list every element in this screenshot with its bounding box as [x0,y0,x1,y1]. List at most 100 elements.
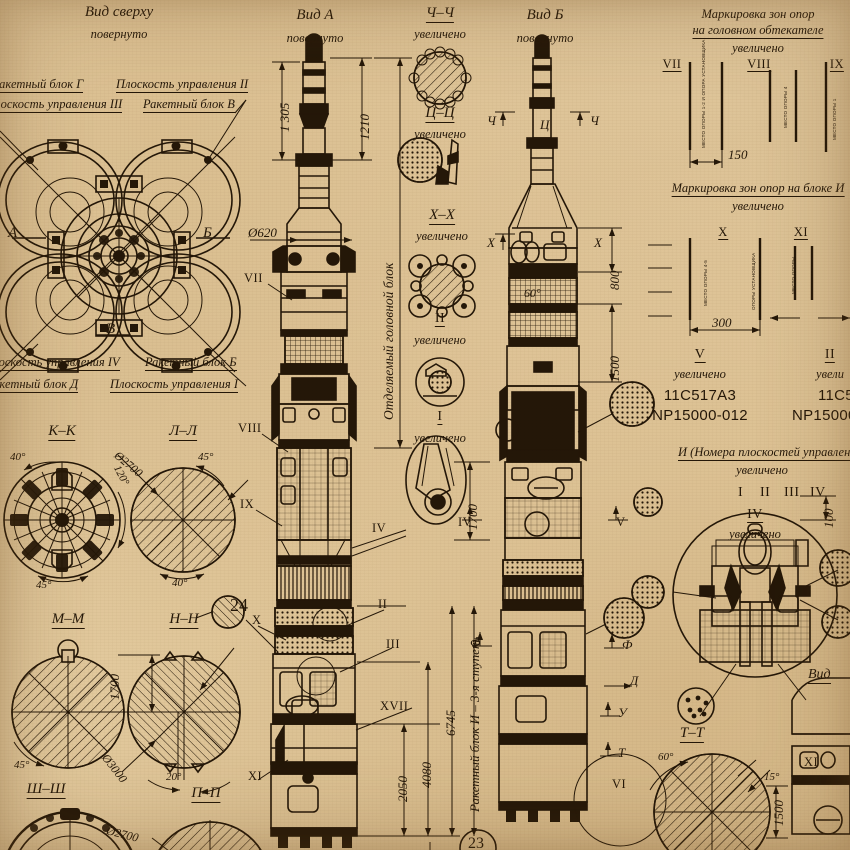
section-sh-sh-label: Ш–Ш [26,781,66,799]
dim-1500-right: 1500 [771,800,786,826]
note-block-i-3: МЕСТО ОПОРЫ [791,256,796,294]
col-vii: VII [662,57,682,72]
col-ix-text: IX [829,57,845,72]
dim-800: 800 [607,270,622,291]
callout-block-v: Ракетный блок В [143,97,235,114]
part-right-heading-text: II [824,347,836,363]
view-bottom-right [766,677,850,839]
marker-xi-center: XI [248,769,263,783]
marker-xvii: XVII [380,699,409,713]
part-right-heading: II [824,347,836,363]
marker-ch-left: Ч [487,113,496,128]
view-a-title: Вид А [296,7,334,23]
marker-iv-right: IV [458,515,473,529]
dims-view-a [250,57,477,837]
section-sh-sh [7,808,133,850]
detail-kh-kh [408,254,476,318]
callout-plane-ii: Плоскость управления II [116,77,249,94]
section-ch-ch-sub: увеличено [414,27,466,41]
section-ch-ch-text: Ч–Ч [425,5,455,23]
detail-i [405,435,467,525]
section-t-t [649,753,771,850]
note-block-i-1: МЕСТО ОПОРЫ 4-5 [703,260,708,306]
top-view-cluster [0,99,247,387]
angle-60-b: 60° [524,286,541,300]
dim-1305: 1 305 [277,102,292,132]
dim-2050: 2050 [395,776,410,802]
marker-ix: IX [240,497,255,511]
section-n-n-text: Н–Н [169,611,199,629]
angle-40-ll: 40° [172,577,188,589]
view-bottom-right-title-text: Вид [808,667,831,684]
col-viii-text: VIII [747,57,771,72]
angle-45-kk: 45° [36,579,52,591]
marker-a: А [8,225,18,241]
section-kh-kh-sub: увеличено [416,229,468,243]
note-block-i-2: ОПОРЫ УСТАНОВЩИКА [751,252,756,310]
view-b-rocket [495,34,588,822]
support-block-i-title: Маркировка зон опор на блоке И [671,181,845,198]
col-viii: VIII [747,57,771,72]
bottom-edge-shapes [429,829,497,850]
support-fairing-title-1: Маркировка зон опор [701,7,815,21]
dim-300: 300 [712,315,732,330]
part-left-heading: V [694,347,706,363]
note-fairing-3: МЕСТО ОПОРЫ 1 [832,98,837,140]
control-planes-dim [800,495,836,521]
top-view-subtitle: повернуто [90,27,148,41]
marker-vi-right: VI [612,777,627,791]
detail-i-label: I [437,409,443,425]
detail-ch-ch [408,46,472,110]
marker-vii-left: VII [244,271,263,285]
label-head-block: Отделяемый головной блок [381,262,396,420]
detail-ts-ts [397,137,459,186]
marker-ii-center: II [378,597,388,611]
plane-num-1: I [738,485,744,500]
section-p-p-text: П–П [191,785,221,803]
section-p-p-label: П–П [191,785,221,803]
dim-6745: 6745 [443,710,458,736]
section-n-n [121,647,241,795]
marker-d-right: Д [630,673,639,688]
detail-iv-heading: IV [747,507,763,523]
note-fairing-2: МЕСТО ОПОРЫ 4 [783,86,788,128]
dim-24: 24 [230,595,248,615]
part-right-sub: увели [816,367,844,381]
part-left-heading-text: V [694,347,706,363]
col-xi-text: XI [793,225,809,240]
angle-20-nn: 20° [166,771,182,783]
section-ts-ts-text: Ц–Ц [425,105,455,123]
detail-iv-cosmonaut [631,487,850,725]
support-fairing-table [688,62,828,168]
angle-40-kk: 40° [10,451,26,463]
part-right-code2: NP15000 [792,407,850,424]
section-k-k-text: К–К [48,423,76,441]
section-m-m-label: М–М [51,611,85,629]
support-block-i-sub: увеличено [732,199,784,213]
section-m-m-text: М–М [51,611,85,629]
col-xi: XI [793,225,809,240]
detail-bubbles [195,381,655,639]
marker-f-right: Ф [622,637,633,652]
dim-1210: 1210 [357,114,372,140]
section-k-k [3,461,126,583]
marker-iii-center: III [386,637,400,651]
marker-u-right: У [618,705,627,720]
section-p-p-bottom [151,820,262,850]
part-left-code1: 11С517А3 [663,387,737,404]
callout-block-b: Ракетный блок Б [145,355,237,372]
marker-xi-right: XI [804,755,819,769]
control-planes-title: И (Номера плоскостей управления бл [678,445,850,462]
marker-ts: Ц [540,117,550,132]
section-ch-ch-label: Ч–Ч [425,5,455,23]
section-t-t-label: Т–Т [679,725,705,743]
callout-block-d: Ракетный блок Д [0,377,79,394]
callout-plane-iii: Плоскость управления III [0,97,123,114]
dim-1700-mm: 1700 [107,674,122,700]
support-fairing-title-2: на головном обтекателе [692,23,824,40]
detail-i-sub: увеличено [414,431,466,445]
dim-620: Ø620 [248,225,277,240]
dim-150: 150 [728,147,748,162]
plane-num-4: IV [810,485,826,500]
